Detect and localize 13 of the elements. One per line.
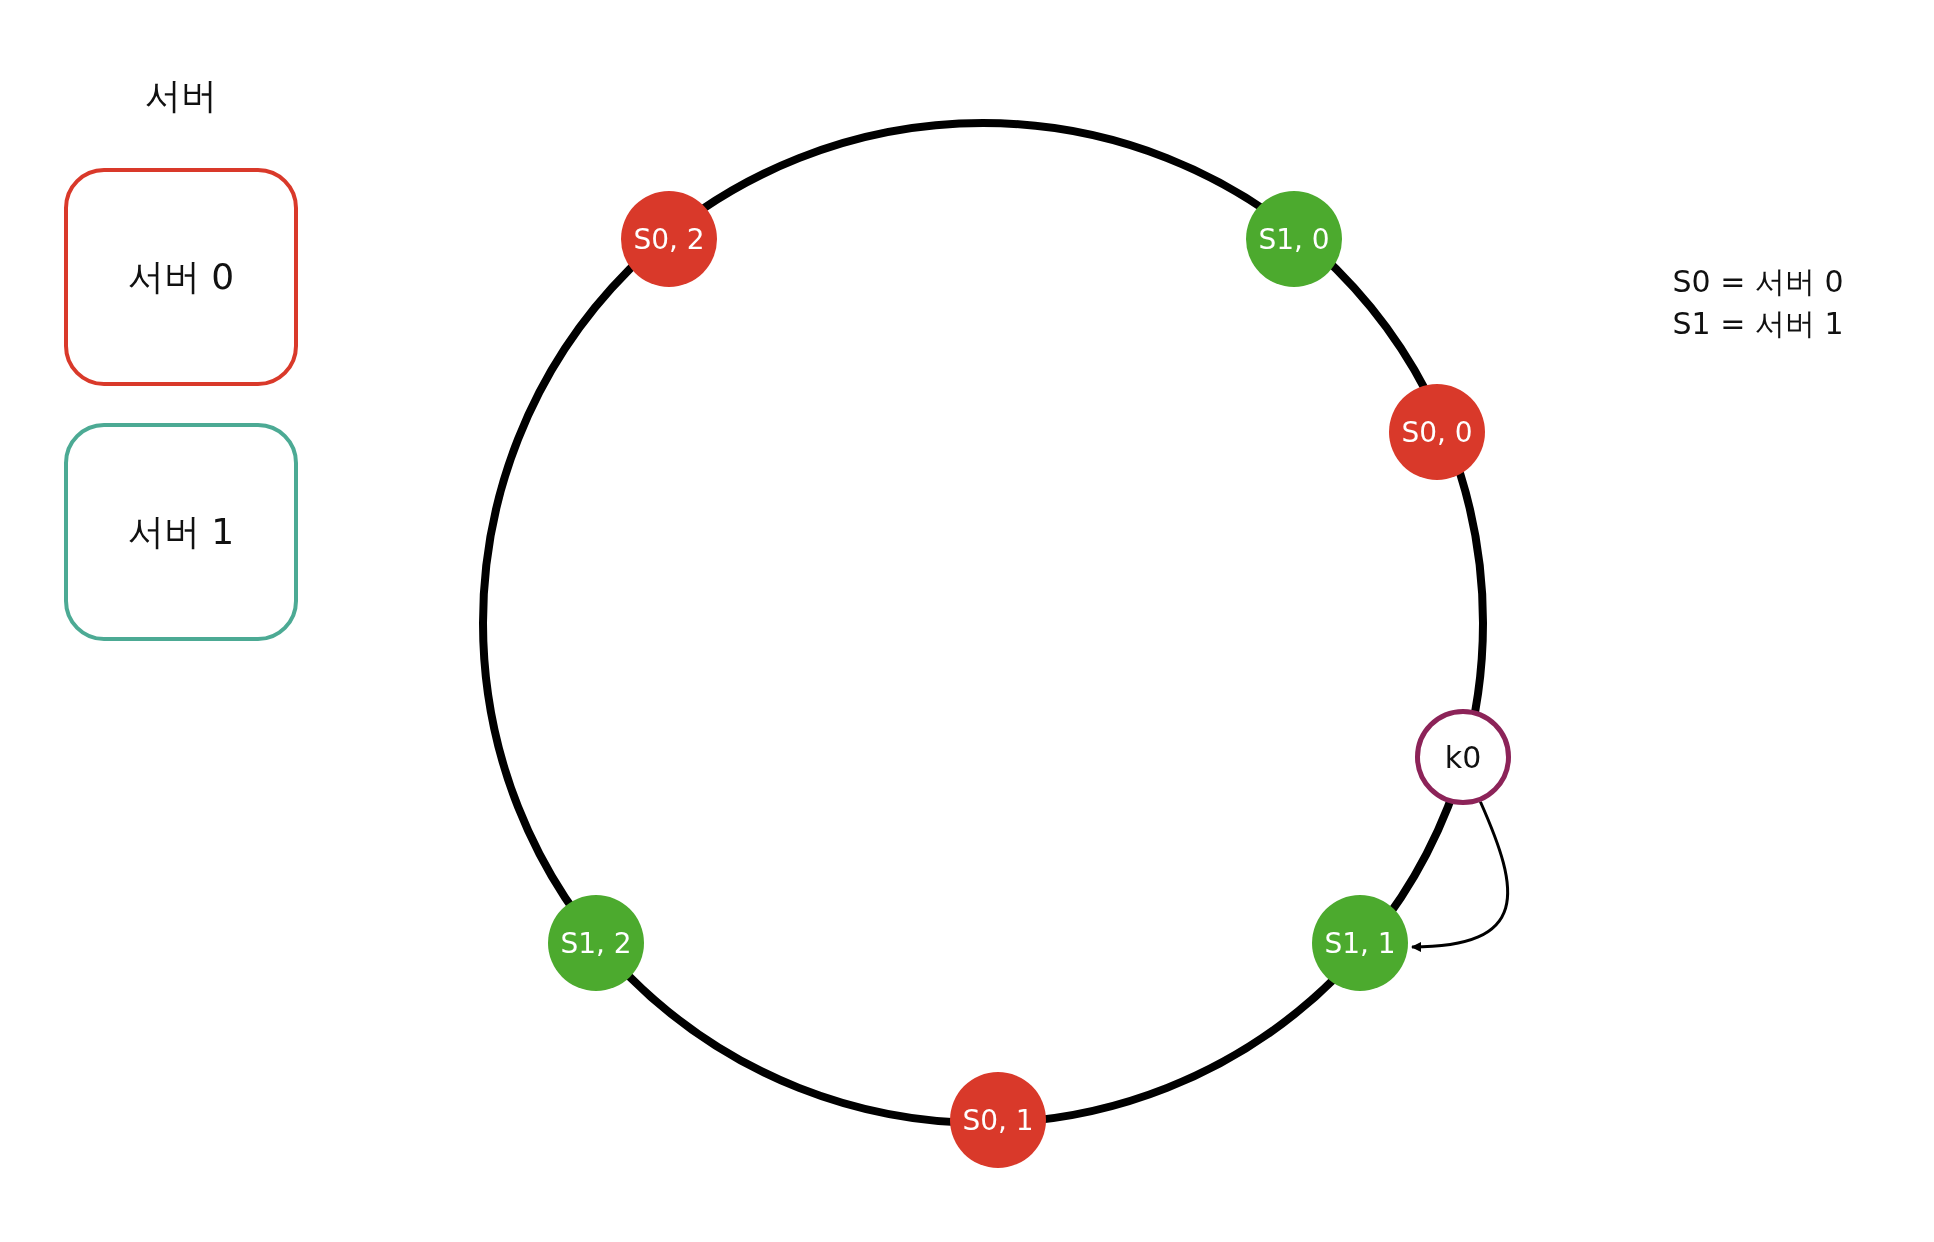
server-box: 서버 1 — [64, 423, 298, 641]
key-note: S0 = 서버 0 — [1672, 263, 1844, 301]
server-box: 서버 0 — [64, 168, 298, 386]
key-circle: k0 — [1415, 709, 1511, 805]
server-point: S0, 2 — [621, 191, 717, 287]
server-point: S0, 1 — [950, 1072, 1046, 1168]
server-point: S1, 1 — [1312, 895, 1408, 991]
server-point: S1, 2 — [548, 895, 644, 991]
key-note: S1 = 서버 1 — [1672, 305, 1844, 343]
server-point: S0, 0 — [1389, 384, 1485, 480]
group-heading: 서버 — [145, 74, 217, 118]
server-point: S1, 0 — [1246, 191, 1342, 287]
arrow — [1411, 801, 1510, 952]
